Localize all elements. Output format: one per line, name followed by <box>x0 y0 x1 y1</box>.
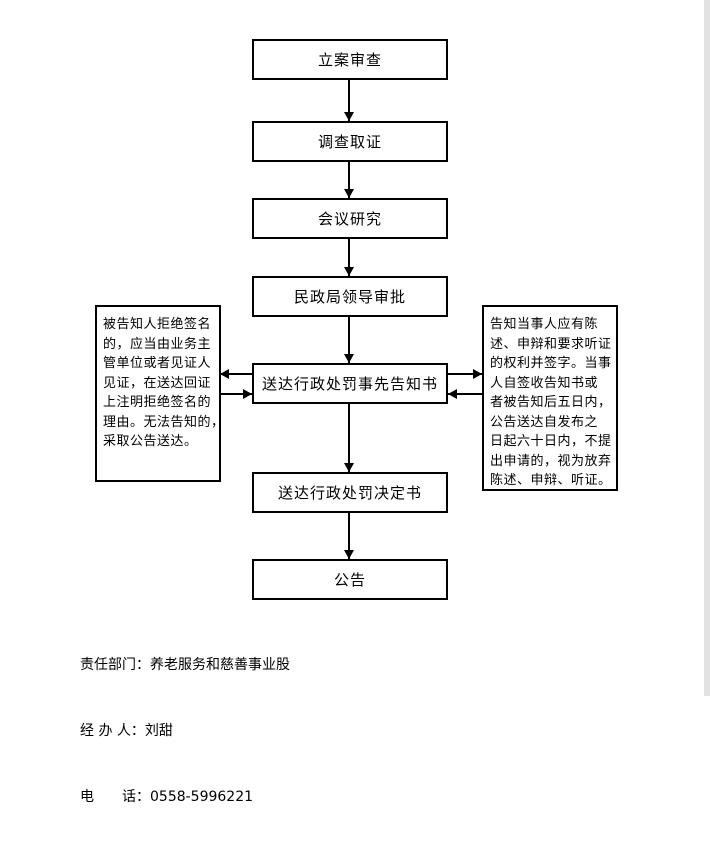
arrow-down-icon <box>348 162 350 198</box>
arrow-down-icon <box>348 239 350 276</box>
arrow-down-icon <box>348 80 350 121</box>
step-deliver-penalty-decision: 送达行政处罚决定书 <box>252 472 448 513</box>
arrow-right-icon <box>448 369 482 379</box>
arrow-down-icon <box>348 513 350 559</box>
step-investigation-evidence: 调查取证 <box>252 121 448 162</box>
step-case-filing-review: 立案审查 <box>252 39 448 80</box>
step-bureau-leader-approval: 民政局领导审批 <box>252 276 448 317</box>
step-deliver-advance-notice: 送达行政处罚事先告知书 <box>252 363 448 404</box>
arrow-left-icon <box>448 389 482 399</box>
note-refusal-to-sign: 被告知人拒绝签名 的，应当由业务主 管单位或者见证人 见证，在送达回证 上注明拒… <box>95 305 224 482</box>
step-announcement: 公告 <box>252 559 448 600</box>
footer-phone: 电 话：0558-5996221 <box>80 789 254 805</box>
footer-contact-block: 责任部门：养老服务和慈善事业股 经 办 人：刘甜 电 话：0558-599622… <box>80 610 290 852</box>
footer-department: 责任部门：养老服务和慈善事业股 <box>80 657 290 673</box>
right-scrollbar-track[interactable] <box>704 0 710 696</box>
flowchart-canvas: 立案审查 调查取证 会议研究 民政局领导审批 送达行政处罚事先告知书 送达行政处… <box>0 0 710 696</box>
note-rights-notification: 告知当事人应有陈 述、申辩和要求听证 的权利并签字。当事 人自签收告知书或 者被… <box>482 305 618 491</box>
arrow-down-icon <box>348 404 350 472</box>
footer-handler: 经 办 人：刘甜 <box>80 723 173 739</box>
step-meeting-research: 会议研究 <box>252 198 448 239</box>
arrow-down-icon <box>348 317 350 363</box>
arrow-left-icon <box>220 369 252 379</box>
arrow-right-icon <box>220 389 252 399</box>
